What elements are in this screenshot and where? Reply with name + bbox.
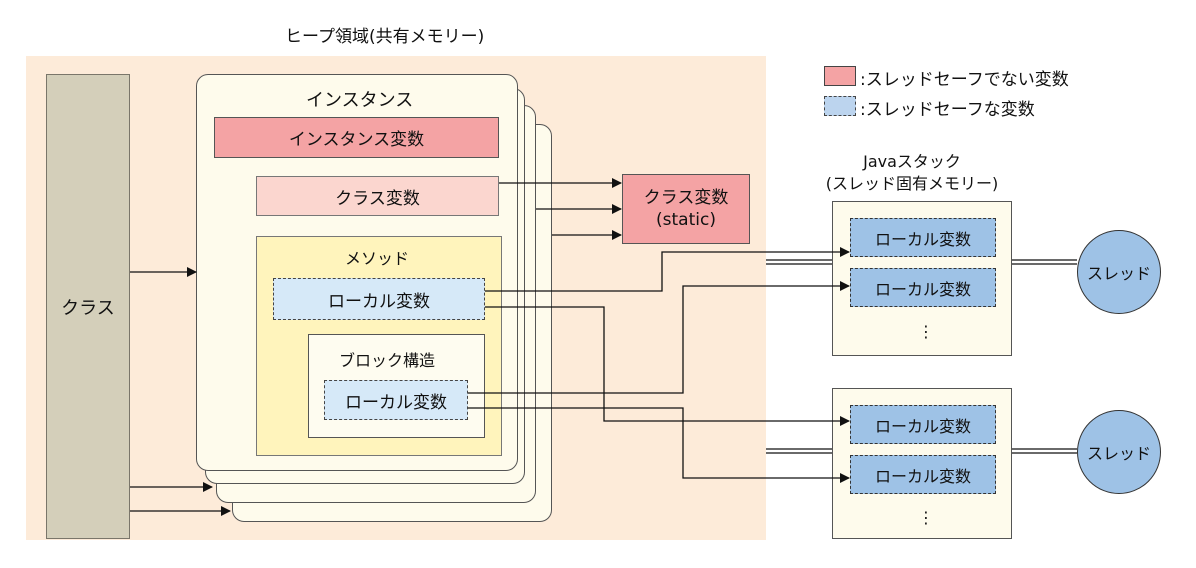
block-structure-label: ブロック構造 bbox=[339, 351, 436, 370]
thread-1-label: スレッド bbox=[1086, 264, 1151, 283]
method-local-variable-label: ローカル変数 bbox=[328, 291, 430, 312]
java-stack-title: Javaスタック (スレッド固有メモリー) bbox=[800, 151, 1024, 194]
stack-2-local-1-label: ローカル変数 bbox=[874, 416, 971, 436]
instance-label: インスタンス bbox=[306, 90, 414, 111]
java-stack-title-line1: Javaスタック bbox=[863, 152, 961, 171]
stack-2-local-variable-2: ローカル変数 bbox=[850, 455, 996, 494]
block-local-to-stack-2b bbox=[468, 407, 850, 483]
legend-unsafe-swatch bbox=[824, 66, 856, 86]
heap-title: ヒープ領域(共有メモリー) bbox=[285, 27, 485, 47]
stack-1-local-1-label: ローカル変数 bbox=[874, 229, 971, 249]
block-local-variable: ローカル変数 bbox=[324, 380, 468, 420]
block-local-variable-label: ローカル変数 bbox=[345, 392, 447, 413]
stack-2-local-2-label: ローカル変数 bbox=[874, 466, 971, 486]
stack-1-local-variable-1: ローカル変数 bbox=[850, 218, 996, 257]
block-local-to-stack-1b bbox=[468, 281, 850, 394]
thread-2: スレッド bbox=[1077, 410, 1161, 494]
thread-1: スレッド bbox=[1077, 230, 1161, 314]
legend-safe-text: :スレッドセーフな変数 bbox=[860, 100, 1035, 120]
stack-1-local-variable-2: ローカル変数 bbox=[850, 268, 996, 307]
class-variable-label: クラス変数 bbox=[335, 188, 420, 209]
java-stack-title-line2: (スレッド固有メモリー) bbox=[825, 173, 999, 193]
class-bar: クラス bbox=[46, 74, 130, 539]
static-class-variable: クラス変数 (static) bbox=[622, 174, 750, 244]
stack-1-local-2-label: ローカル変数 bbox=[874, 279, 971, 299]
thread-2-label: スレッド bbox=[1086, 444, 1151, 463]
stack-2-ellipsis: ⋮ bbox=[918, 508, 934, 527]
stack-2-local-variable-1: ローカル変数 bbox=[850, 405, 996, 444]
legend-safe-swatch bbox=[824, 96, 856, 116]
legend-unsafe-text: :スレッドセーフでない変数 bbox=[860, 70, 1069, 90]
class-label: クラス bbox=[61, 297, 115, 319]
instance-variable-label: インスタンス変数 bbox=[288, 130, 425, 150]
method-label: メソッド bbox=[345, 249, 410, 268]
stack-1-ellipsis: ⋮ bbox=[918, 322, 934, 341]
static-line1: クラス変数 bbox=[643, 187, 729, 208]
static-line2: (static) bbox=[656, 210, 716, 230]
method-local-to-stack-2a bbox=[485, 306, 850, 426]
method-local-variable: ローカル変数 bbox=[273, 278, 485, 320]
method-local-to-stack-1a bbox=[485, 247, 850, 292]
class-variable: クラス変数 bbox=[256, 176, 499, 216]
instance-variable: インスタンス変数 bbox=[214, 117, 499, 158]
